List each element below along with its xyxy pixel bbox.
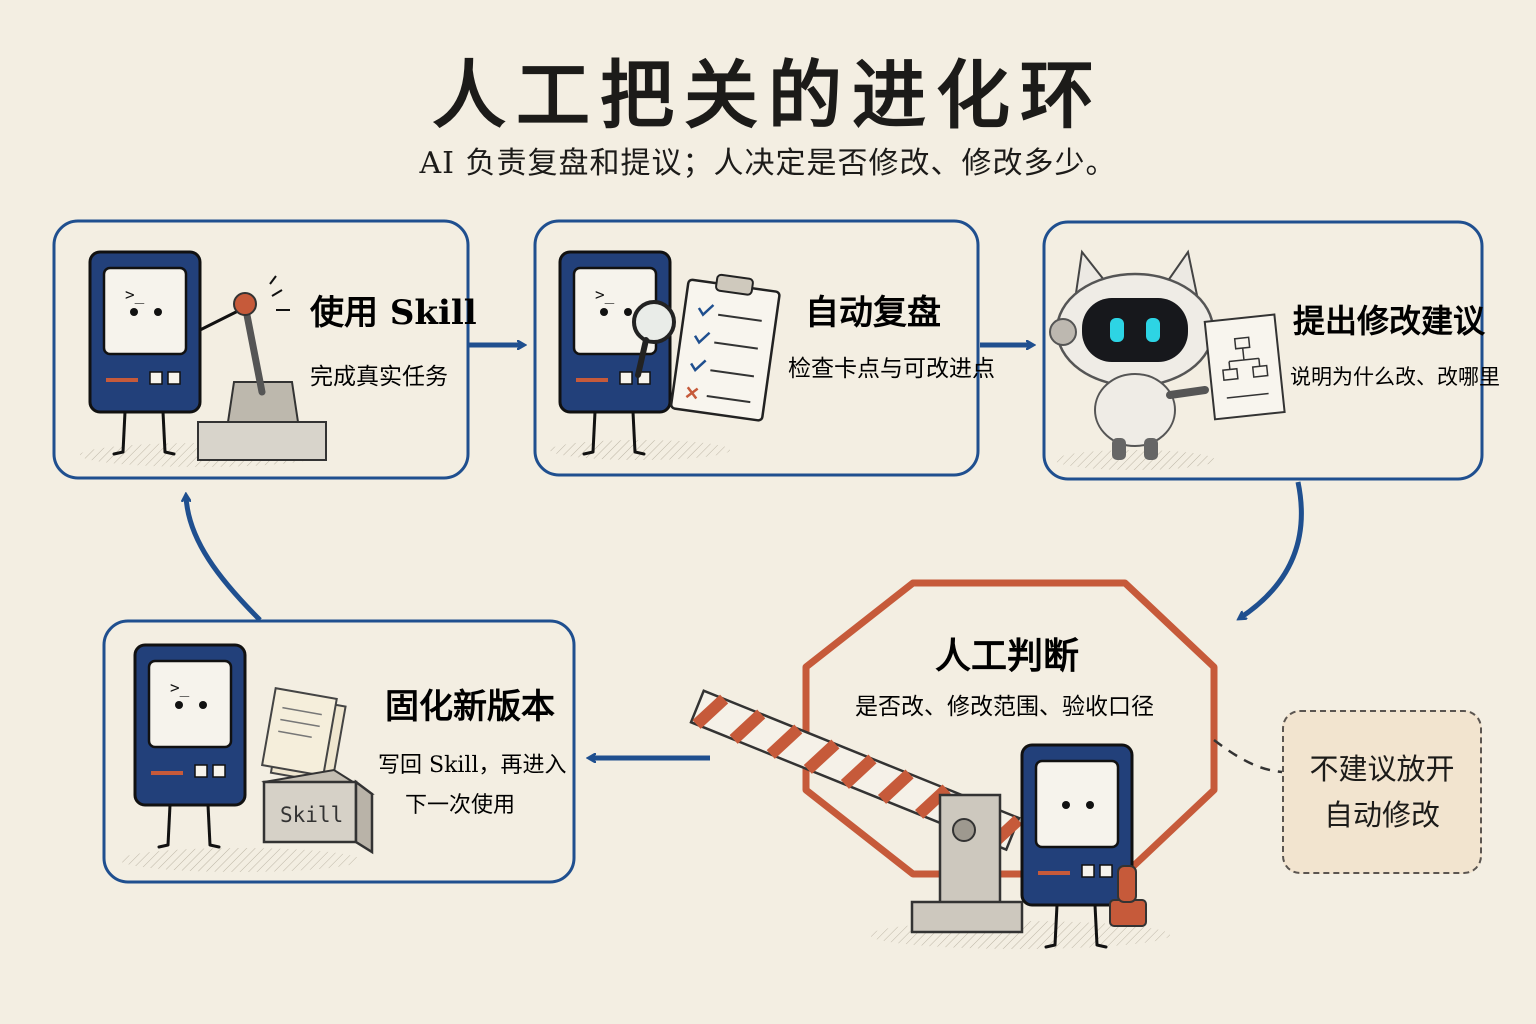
page-title: 人工把关的进化环 bbox=[432, 53, 1104, 139]
step1-illustration: >_ bbox=[80, 250, 327, 467]
step4-illustration bbox=[689, 689, 1170, 949]
page-subtitle: AI 负责复盘和提议；人决定是否修改、修改多少。 bbox=[419, 146, 1117, 181]
terminal-prompt-2: >_ bbox=[595, 285, 615, 304]
step5-desc-line2: 下一次使用 bbox=[405, 793, 515, 818]
terminal-prompt-5: >_ bbox=[170, 678, 190, 697]
step5-title: 固化新版本 bbox=[385, 687, 555, 727]
warning-note: 不建议放开 自动修改 bbox=[1282, 710, 1482, 874]
step3-illustration bbox=[1049, 249, 1286, 470]
step1-desc: 完成真实任务 bbox=[310, 364, 448, 390]
skill-box-label: Skill bbox=[280, 803, 343, 827]
terminal-prompt-1: >_ bbox=[125, 285, 145, 304]
step-box-review bbox=[533, 219, 980, 477]
step1-title: 使用 Skill bbox=[309, 293, 477, 333]
step-box-propose bbox=[1042, 220, 1484, 481]
step2-title: 自动复盘 bbox=[805, 293, 941, 333]
note-connector bbox=[1213, 739, 1283, 774]
step-box-solidify bbox=[102, 619, 576, 884]
step4-desc: 是否改、修改范围、验收口径 bbox=[855, 694, 1154, 720]
warning-note-text: 不建议放开 自动修改 bbox=[1309, 751, 1455, 832]
step3-desc: 说明为什么改、改哪里 bbox=[1290, 365, 1500, 389]
step3-title: 提出修改建议 bbox=[1293, 302, 1486, 340]
step2-desc: 检查卡点与可改进点 bbox=[788, 356, 995, 382]
step-box-use bbox=[52, 219, 470, 480]
step5-illustration: >_ Skill bbox=[120, 643, 375, 872]
step2-illustration: >_ bbox=[550, 250, 781, 460]
arrow-propose-to-judge bbox=[1240, 481, 1304, 618]
step5-desc-line1: 写回 Skill，再进入 bbox=[378, 753, 567, 778]
arrow-solidify-to-use bbox=[186, 496, 262, 622]
step4-title: 人工判断 bbox=[935, 635, 1079, 677]
